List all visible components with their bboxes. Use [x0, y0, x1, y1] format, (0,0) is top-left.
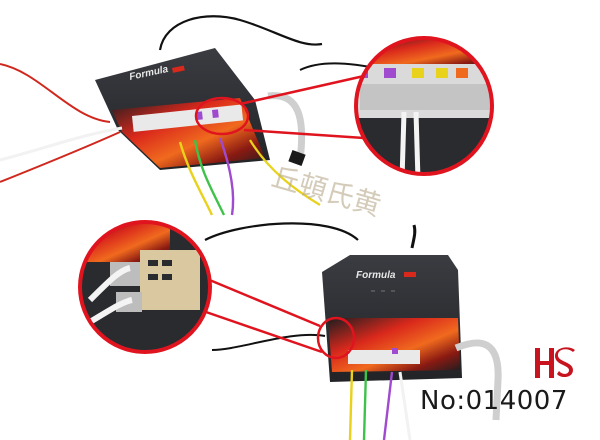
top-wire-yellow-2: [249, 139, 321, 206]
top-callout-connector: [194, 74, 365, 140]
bottom-device-brand: Formula: [356, 270, 396, 281]
watermark: 丘頓氏黄: [268, 160, 385, 223]
bottom-wire-white: [398, 371, 412, 440]
top-magnified-callout: [354, 36, 494, 176]
top-wire-red: [0, 131, 121, 183]
top-device-group: Formula: [0, 15, 386, 216]
bottom-callout-connector: [199, 274, 356, 360]
top-wire-white: [0, 126, 123, 162]
top-wire-red-2: [0, 63, 111, 123]
top-device-panel: [112, 98, 265, 168]
top-terminal-strip: [132, 104, 244, 132]
bottom-wire-purple: [382, 371, 394, 440]
top-ribbon-cable: [267, 92, 306, 161]
top-power-cable: [158, 15, 323, 51]
item-number: No:014007: [420, 386, 568, 416]
top-wire-yellow: [178, 141, 214, 216]
bottom-power-cable: [204, 222, 359, 241]
bottom-ribbon-cable: [454, 339, 502, 421]
bottom-terminal-marker: [392, 348, 398, 354]
top-wire-purple: [218, 137, 235, 216]
bottom-wire-yellow: [348, 369, 354, 440]
hs-logo: HS: [535, 347, 575, 378]
top-wire-green: [193, 139, 226, 216]
bottom-magnified-callout: [78, 220, 212, 354]
top-ribbon-plug: [288, 149, 306, 167]
bottom-coax-cable: [410, 224, 417, 249]
bottom-wire-green: [362, 369, 368, 440]
bottom-led-row: [371, 290, 395, 292]
bottom-device-group: Formula: [204, 222, 502, 440]
bottom-device-badge: [404, 272, 416, 277]
top-device-badge: [172, 65, 185, 73]
bottom-side-cable: [211, 333, 326, 351]
bottom-terminal-strip: [348, 350, 420, 364]
